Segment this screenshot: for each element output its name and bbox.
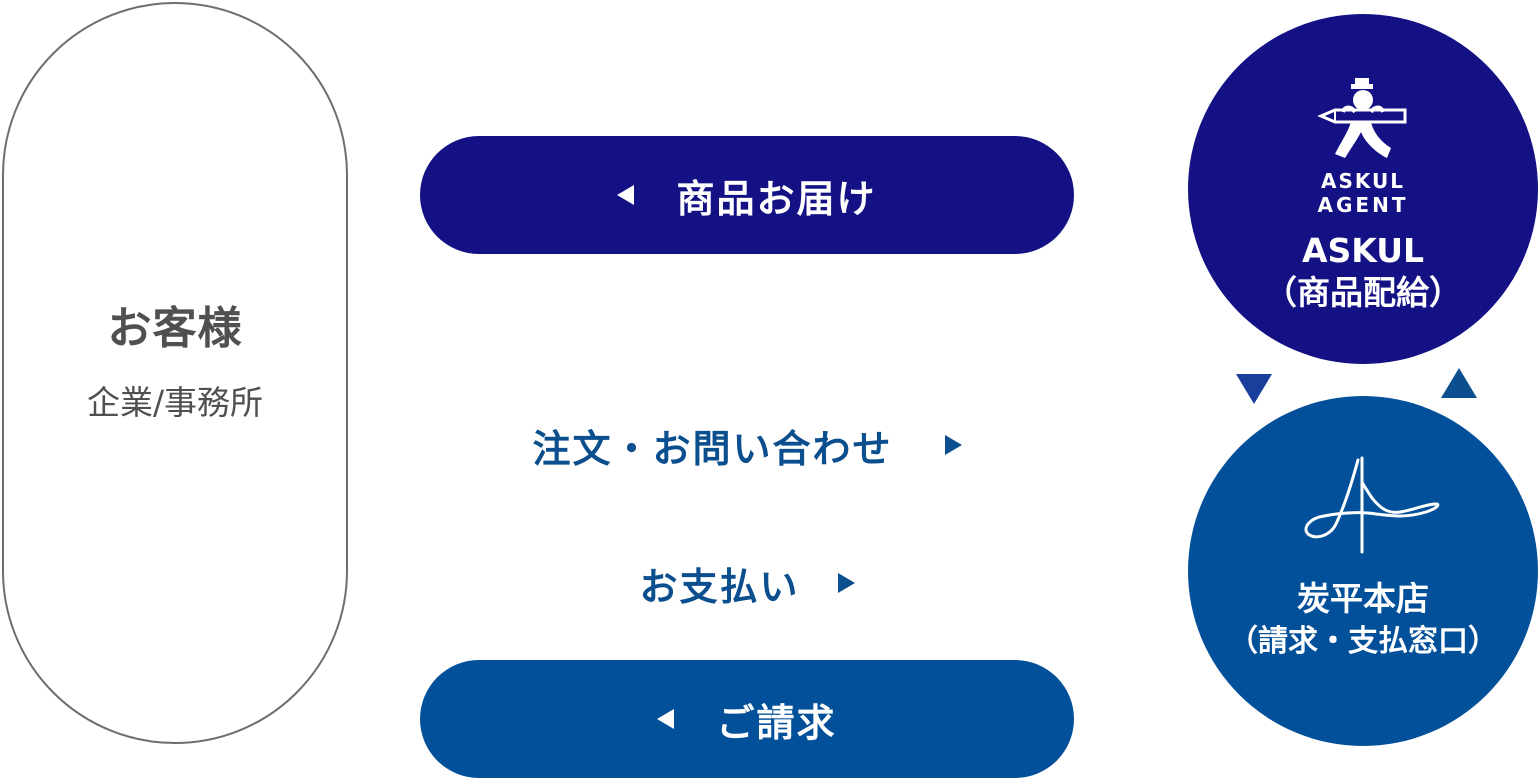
billing-flow-pill: ご請求 bbox=[420, 660, 1074, 778]
askul-agent-logo: ASKUL AGENT bbox=[1317, 78, 1409, 217]
askul-name: ASKUL bbox=[1301, 231, 1425, 270]
arrow-left-icon bbox=[657, 709, 675, 729]
signature-logo-icon bbox=[1304, 456, 1440, 554]
arrow-left-icon bbox=[617, 185, 635, 205]
askul-role: （商品配給） bbox=[1264, 273, 1462, 312]
delivery-flow-pill: 商品お届け bbox=[420, 136, 1074, 254]
billing-flow-label: ご請求 bbox=[716, 700, 837, 745]
customer-subtitle: 企業/事務所 bbox=[86, 383, 264, 422]
payment-flow: お支払い bbox=[420, 558, 1074, 609]
askul-node: ASKUL AGENT ASKUL （商品配給） bbox=[1188, 14, 1538, 364]
triangle-down-icon bbox=[1236, 374, 1272, 404]
sumihei-name: 炭平本店 bbox=[1297, 579, 1429, 618]
sumihei-node: 炭平本店 （請求・支払窓口） bbox=[1188, 396, 1538, 746]
askul-logo-line2: AGENT bbox=[1318, 193, 1409, 217]
payment-flow-label: お支払い bbox=[639, 564, 800, 609]
arrow-right-icon bbox=[944, 435, 962, 455]
triangle-up-icon bbox=[1441, 368, 1477, 398]
delivery-flow-label: 商品お届け bbox=[676, 176, 877, 221]
customer-node: お客様 企業/事務所 bbox=[2, 2, 348, 744]
arrow-right-icon bbox=[837, 573, 855, 593]
order-flow-label: 注文・お問い合わせ bbox=[532, 426, 893, 471]
order-flow: 注文・お問い合わせ bbox=[420, 420, 1074, 471]
askul-logo-line1: ASKUL bbox=[1321, 169, 1405, 193]
customer-title: お客様 bbox=[107, 303, 243, 354]
sumihei-role: （請求・支払窓口） bbox=[1228, 624, 1498, 659]
